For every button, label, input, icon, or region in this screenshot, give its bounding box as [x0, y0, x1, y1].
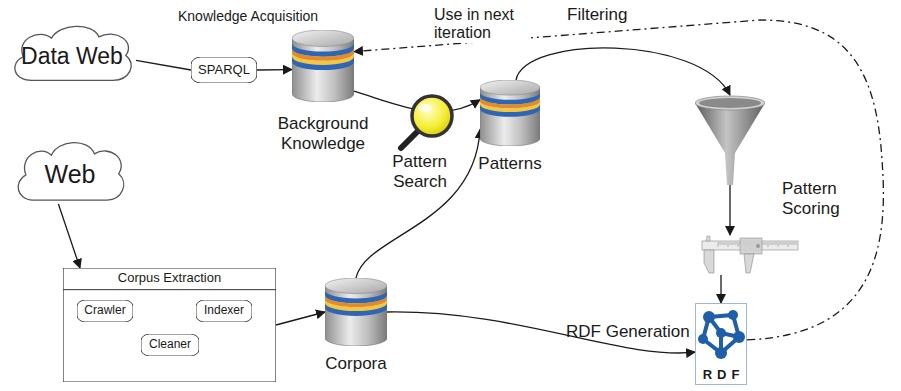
flow-connector: [257, 69, 292, 71]
cloud-node: Data Web: [8, 22, 136, 84]
panel-outline: [63, 268, 276, 382]
database-cylinder: Background Knowledge: [292, 30, 354, 102]
flow-connector: [136, 60, 191, 70]
node-label: SPARQL: [198, 63, 250, 78]
filter-funnel: Filtering: [695, 95, 765, 185]
edge-label: RDF Generation: [566, 322, 696, 342]
flow-connector: [356, 130, 480, 279]
annotation-label: Knowledge Acquisition: [178, 8, 318, 24]
rdf-logo: RDF: [695, 303, 747, 385]
node-label: Data Web: [21, 43, 123, 69]
funnel-outline: [695, 95, 765, 185]
node-label: Corpus Extraction: [63, 271, 276, 286]
cyl-outline: [292, 30, 354, 102]
flow-connector: [729, 185, 730, 235]
flow-connector: [516, 48, 730, 95]
flow-connector: [387, 312, 695, 353]
cyl-outline: [325, 278, 387, 346]
node-label: Cleaner: [149, 338, 191, 352]
node-label: RDF: [695, 368, 747, 383]
node-label: Patterns: [465, 154, 555, 174]
caliper-outline: [700, 235, 800, 275]
node-label: Background Knowledge: [268, 114, 378, 153]
process-box: Cleaner: [141, 334, 199, 356]
flow-connector: [354, 91, 480, 112]
caliper-icon: Pattern Scoring: [700, 235, 800, 275]
node-label: Filtering: [567, 5, 657, 25]
cloud-node: Web: [12, 138, 128, 204]
query-box: SPARQL: [191, 57, 257, 83]
process-box: Crawler: [77, 300, 133, 322]
node-label: Pattern Scoring: [782, 179, 862, 218]
feedback-connector: [354, 20, 883, 340]
node-label: Crawler: [84, 304, 125, 318]
edge-label: Use in next iteration: [432, 6, 531, 43]
flow-connector: [58, 204, 80, 268]
node-label: Indexer: [204, 304, 244, 318]
process-panel: Corpus ExtractionCrawler IndexerCleaner: [63, 268, 276, 382]
flow-connector: [276, 312, 325, 325]
edge-label: Pattern Search: [372, 152, 447, 191]
cyl-outline: [480, 80, 540, 146]
node-label: Web: [45, 160, 96, 189]
database-cylinder: Corpora: [325, 278, 387, 346]
database-cylinder: Patterns: [480, 80, 540, 146]
process-box: Indexer: [196, 300, 252, 322]
node-label: Corpora: [311, 354, 401, 374]
flow-connector: [720, 275, 721, 303]
